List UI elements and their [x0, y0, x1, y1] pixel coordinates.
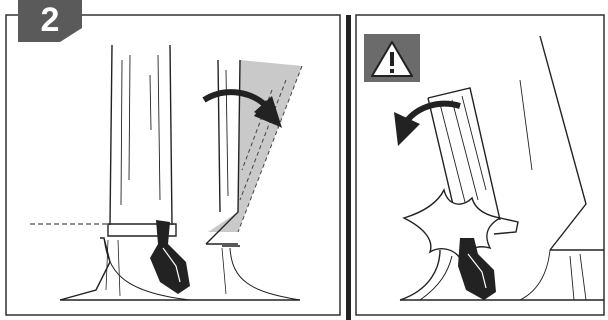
panel-divider — [346, 15, 351, 320]
correct-removal-panel — [6, 0, 340, 315]
warning-triangle-icon — [364, 34, 420, 82]
incorrect-removal-panel — [356, 15, 604, 315]
